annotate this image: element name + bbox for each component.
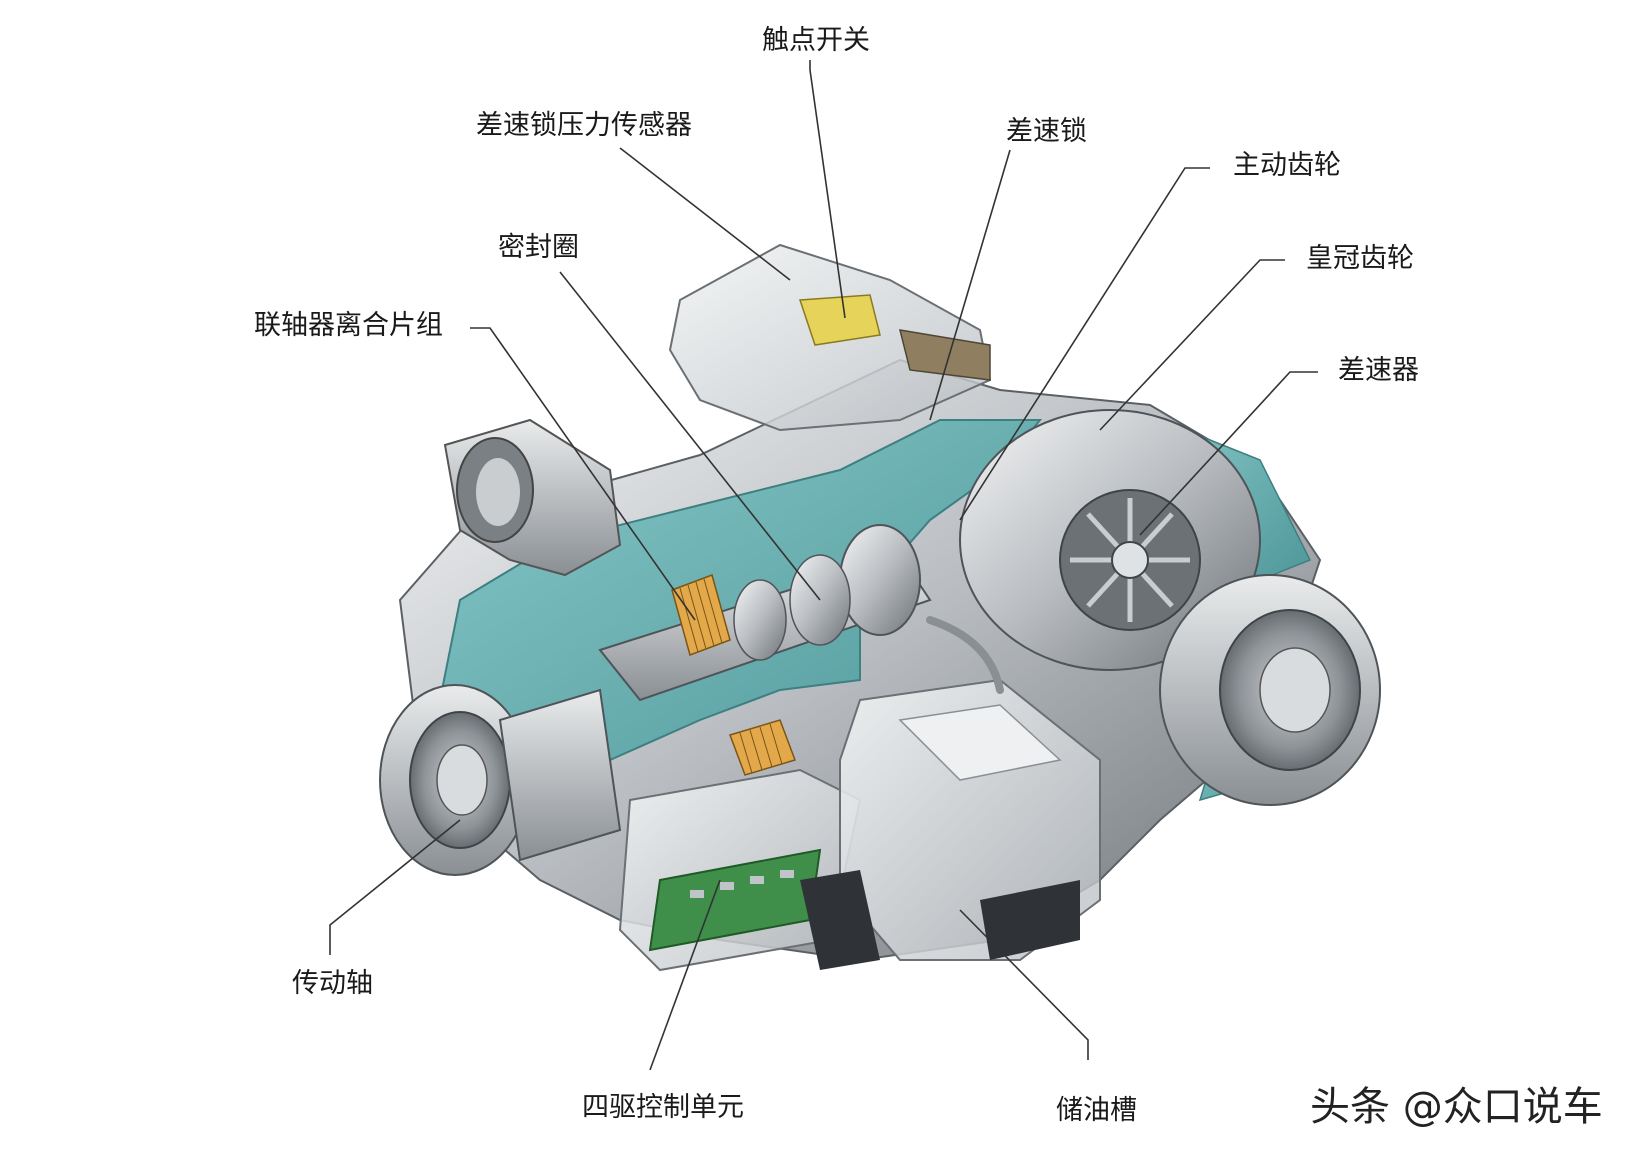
label-drive-gear: 主动齿轮	[1233, 150, 1341, 181]
label-differential: 差速器	[1338, 355, 1419, 386]
leader-pressure-sensor	[619, 147, 791, 281]
leader-drive-shaft	[329, 819, 461, 955]
clutch-plates-lower	[729, 719, 796, 776]
label-drive-shaft: 传动轴	[292, 968, 373, 999]
label-awd-control-unit: 四驱控制单元	[582, 1092, 744, 1123]
oil-pipe	[926, 616, 1004, 694]
mount-bracket	[443, 418, 622, 577]
left-drive-flange	[379, 684, 622, 876]
clutch-plates-upper	[671, 574, 731, 656]
leader-crown-gear	[1099, 259, 1285, 431]
leader-lines	[329, 60, 1318, 1071]
leader-diff-lock	[929, 149, 1011, 421]
differential-assembly	[959, 409, 1261, 671]
label-oil-reservoir: 储油槽	[1056, 1095, 1137, 1126]
right-output-flange	[1159, 574, 1381, 806]
leader-awd-control	[649, 879, 721, 1071]
label-crown-gear: 皇冠齿轮	[1306, 243, 1414, 274]
leader-oil-reservoir	[959, 909, 1089, 1060]
leader-seal-ring	[559, 271, 821, 601]
sensor-housing	[668, 243, 992, 432]
label-diff-lock-pressure-sensor: 差速锁压力传感器	[476, 110, 692, 141]
label-clutch-plate-pack: 联轴器离合片组	[254, 310, 443, 341]
label-seal-ring: 密封圈	[498, 232, 579, 263]
leader-clutch-pack	[470, 327, 696, 621]
label-diff-lock: 差速锁	[1006, 116, 1087, 147]
leader-differential	[1139, 371, 1318, 536]
leader-drive-gear	[959, 167, 1210, 521]
leader-contact-switch	[809, 60, 846, 319]
watermark: 头条 @众口说车	[1310, 1084, 1603, 1130]
label-contact-switch: 触点开关	[762, 25, 870, 56]
oil-reservoir-shape	[800, 678, 1101, 970]
awd-control-unit-shape	[618, 768, 862, 972]
